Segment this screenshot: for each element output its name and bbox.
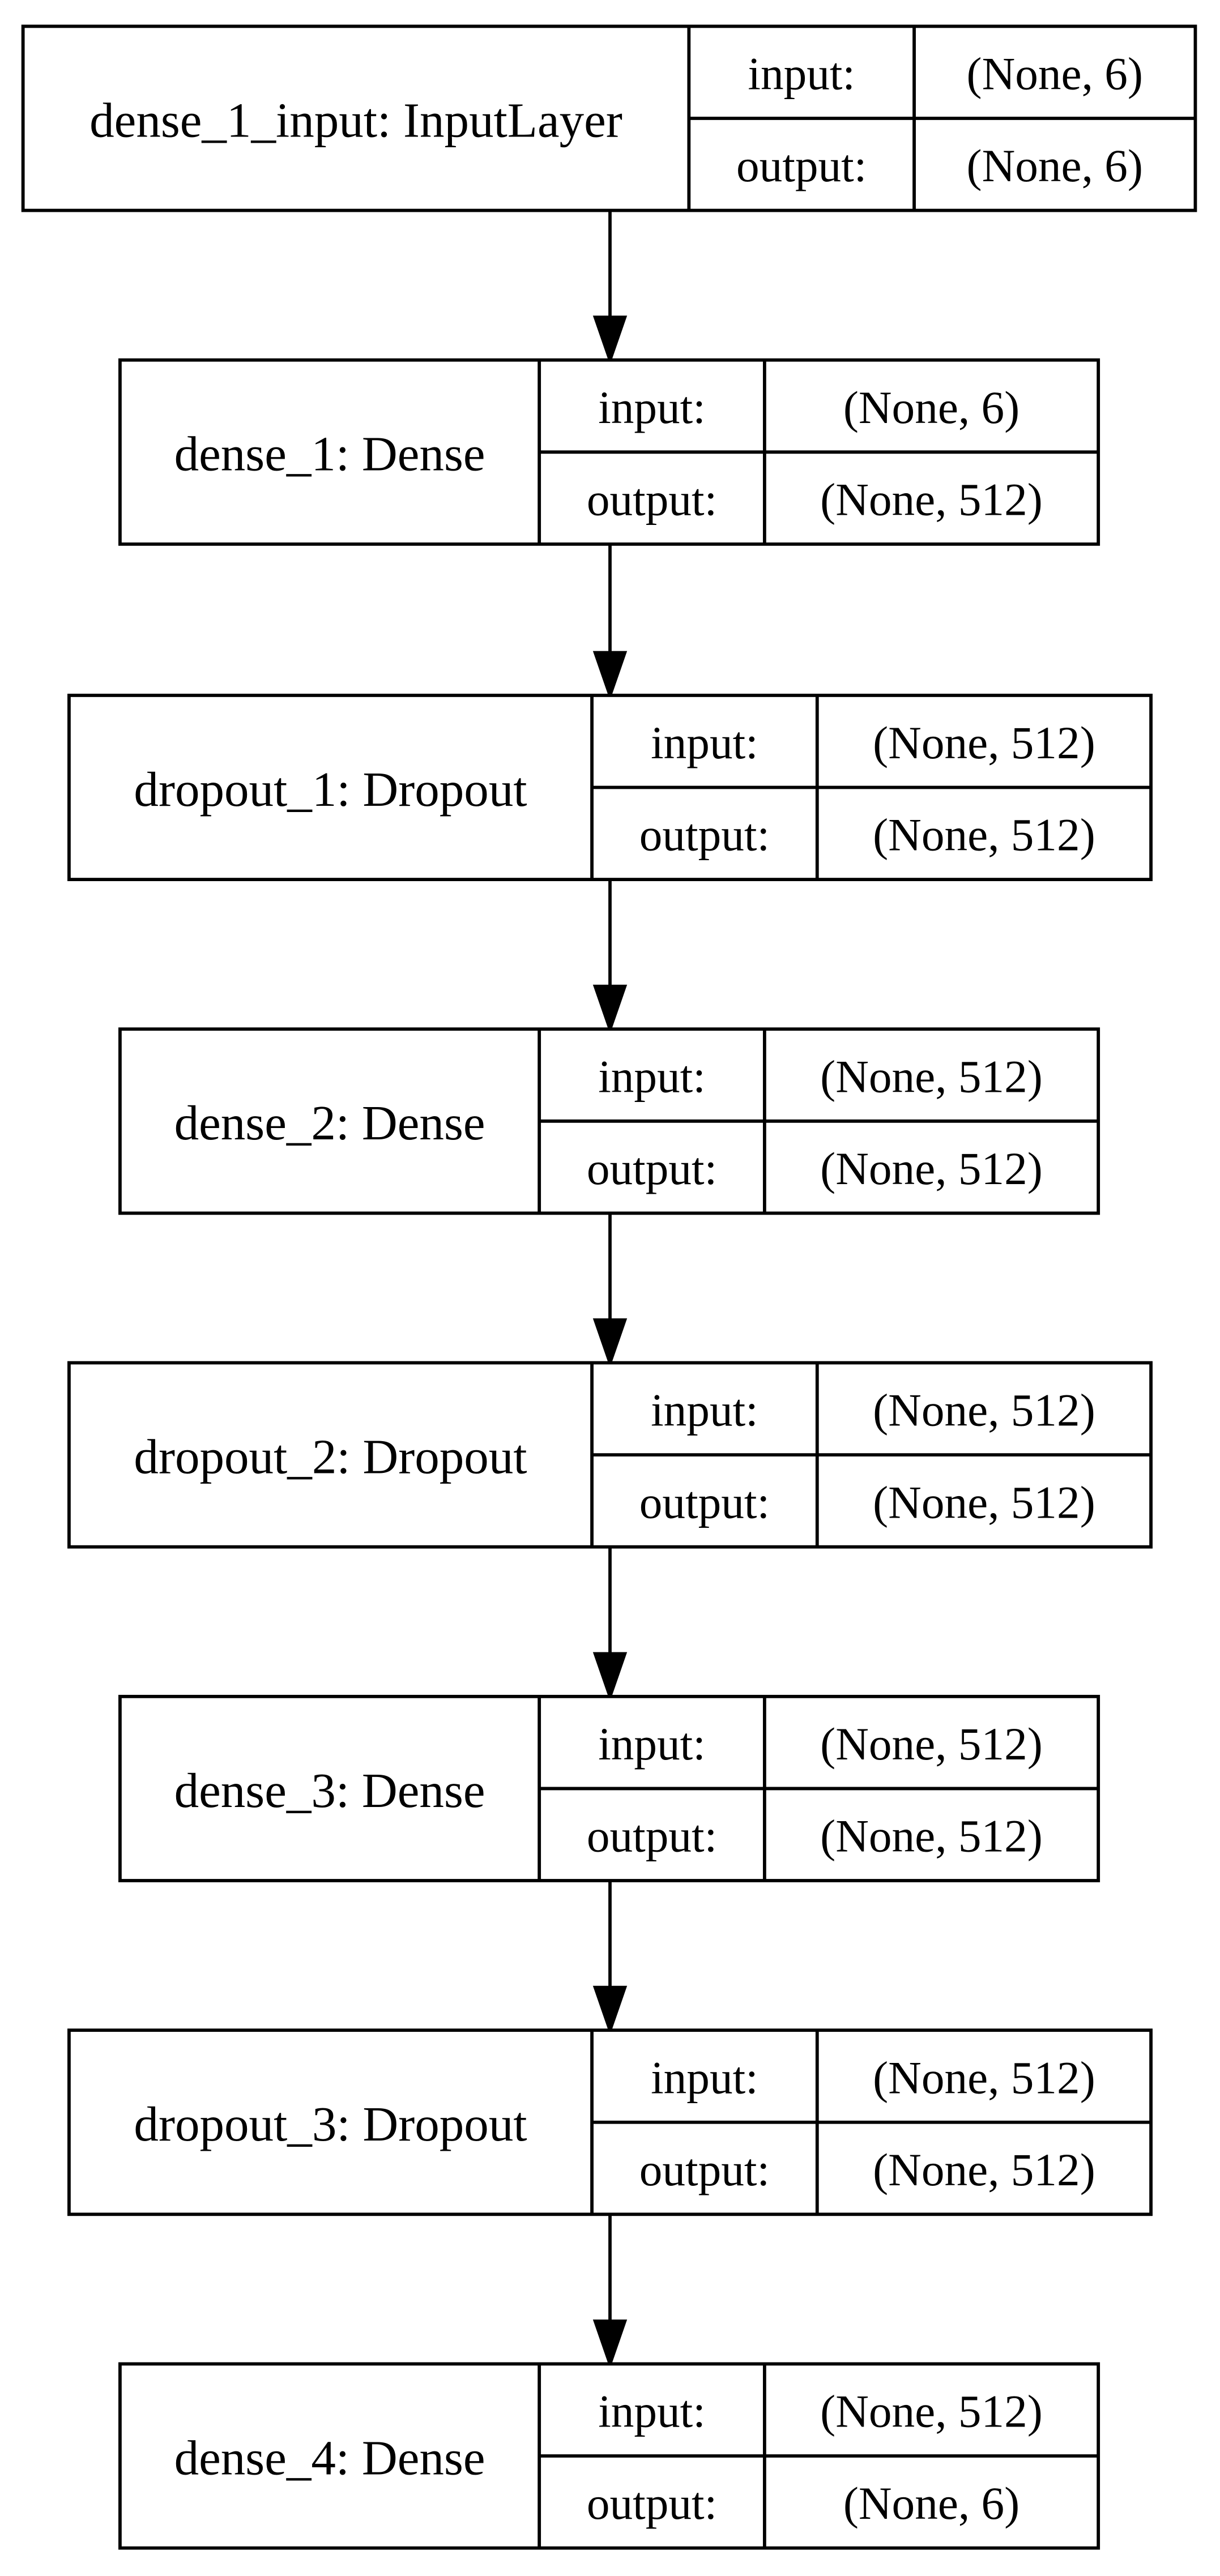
arrow-head: [592, 1652, 628, 1702]
layer-label: dropout_2: Dropout: [134, 1429, 527, 1484]
layer-node: dense_1: Dense input: output: (None, 6) (Non…: [118, 358, 1100, 546]
output-label: output:: [587, 1143, 717, 1194]
output-shape: (None, 6): [967, 140, 1143, 191]
connection-arrow: [592, 1213, 628, 1368]
connection-arrow: [592, 2214, 628, 2369]
connection-arrow: [592, 879, 628, 1035]
layer-label: dense_3: Dense: [174, 1763, 485, 1818]
input-label: input:: [598, 382, 706, 433]
layer-node: dropout_1: Dropout input: output: (None, 51…: [67, 694, 1153, 881]
connection-arrow: [592, 210, 628, 365]
output-shape: (None, 512): [820, 1811, 1043, 1862]
input-label: input:: [748, 49, 855, 100]
layer-node: dense_2: Dense input: output: (None, 512) (N…: [118, 1027, 1100, 1215]
arrow-head: [592, 315, 628, 365]
layer-node: dense_1_input: InputLayer input: output: (N…: [21, 24, 1197, 212]
input-label: input:: [651, 1385, 758, 1436]
input-label: input:: [598, 1051, 706, 1102]
input-shape: (None, 512): [873, 1385, 1095, 1436]
arrow-head: [592, 651, 628, 700]
arrow-head: [592, 1985, 628, 2036]
input-shape: (None, 512): [873, 717, 1095, 768]
input-label: input:: [598, 1719, 706, 1770]
output-shape: (None, 512): [873, 1477, 1095, 1528]
input-shape: (None, 512): [820, 1051, 1043, 1102]
output-label: output:: [639, 2144, 770, 2195]
connection-arrow: [592, 1547, 628, 1702]
layer-label: dropout_3: Dropout: [134, 2096, 527, 2151]
output-label: output:: [587, 2478, 717, 2529]
layer-node: dropout_3: Dropout input: output: (None, 51…: [67, 2028, 1153, 2216]
input-shape: (None, 6): [843, 382, 1019, 433]
input-shape: (None, 512): [820, 1719, 1043, 1770]
layer-label: dense_1_input: InputLayer: [89, 92, 622, 147]
output-label: output:: [587, 1811, 717, 1862]
arrow-head: [592, 984, 628, 1035]
output-shape: (None, 512): [820, 475, 1043, 526]
arrow-head: [592, 1318, 628, 1368]
layer-label: dense_4: Dense: [174, 2430, 485, 2485]
layer-node: dense_3: Dense input: output: (None, 512) (N…: [118, 1694, 1100, 1882]
output-label: output:: [736, 140, 867, 191]
input-label: input:: [651, 2052, 758, 2103]
layer-node: dense_4: Dense input: output: (None, 512) (N…: [118, 2362, 1100, 2550]
layer-label: dense_1: Dense: [174, 426, 485, 481]
input-shape: (None, 512): [820, 2386, 1043, 2437]
output-label: output:: [639, 810, 770, 861]
layer-label: dropout_1: Dropout: [134, 762, 527, 817]
input-shape: (None, 512): [873, 2052, 1095, 2103]
output-shape: (None, 512): [873, 2144, 1095, 2195]
layer-node: dropout_2: Dropout input: output: (None, 51…: [67, 1361, 1153, 1549]
output-label: output:: [587, 475, 717, 526]
connection-arrow: [592, 544, 628, 700]
input-label: input:: [598, 2386, 706, 2437]
output-label: output:: [639, 1477, 770, 1528]
layer-label: dense_2: Dense: [174, 1095, 485, 1150]
arrow-head: [592, 2319, 628, 2369]
input-label: input:: [651, 717, 758, 768]
output-shape: (None, 512): [873, 810, 1095, 861]
output-shape: (None, 6): [843, 2478, 1019, 2529]
input-shape: (None, 6): [967, 49, 1143, 100]
output-shape: (None, 512): [820, 1143, 1043, 1194]
connection-arrow: [592, 1880, 628, 2036]
